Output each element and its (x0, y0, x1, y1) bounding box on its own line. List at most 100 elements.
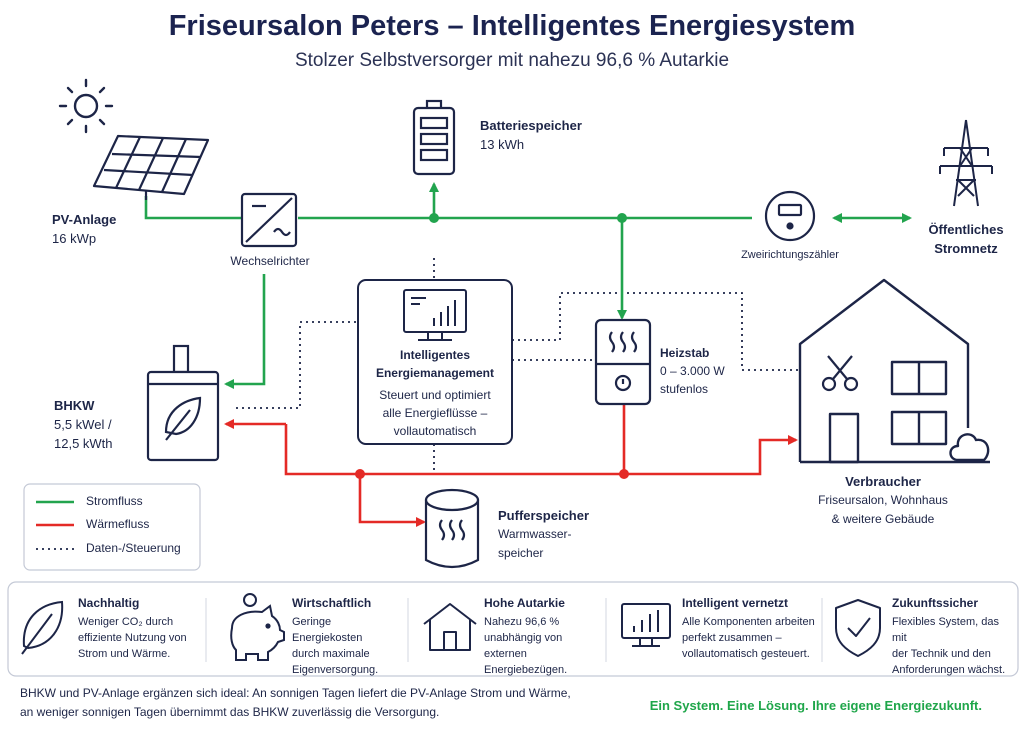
benefit-text: Weniger CO₂ durch effiziente Nutzung von… (78, 614, 202, 662)
benefit-text-line: effiziente Nutzung von (78, 632, 187, 644)
buffer-label: Pufferspeicher (498, 508, 590, 523)
consumer-text-line1: Friseursalon, Wohnhaus (818, 493, 948, 507)
footer-note-line1: BHKW und PV-Anlage ergänzen sich ideal: … (20, 686, 571, 700)
bhkw-value-el: 5,5 kWel / (54, 417, 112, 432)
shield-check-icon (835, 599, 881, 657)
legend-power-label: Stromfluss (86, 494, 143, 508)
bhkw-label: BHKW (54, 398, 95, 413)
buffer-text-line1: Warmwasser- (498, 527, 572, 541)
ems-text-line1: Steuert und optimiert (379, 388, 491, 402)
benefit-text-line: externen Energiebezügen. (484, 648, 568, 676)
battery-value: 13 kWh (480, 137, 525, 152)
battery-icon (412, 99, 456, 176)
power-pylon-icon (939, 119, 993, 207)
benefit-card: Intelligent vernetzt Alle Komponenten ar… (682, 596, 820, 662)
junction-dot (355, 469, 365, 479)
consumer-label: Verbraucher (845, 474, 921, 489)
benefit-text: Flexibles System, das mit der Technik un… (892, 614, 1014, 678)
heizstab-mode: stufenlos (660, 382, 709, 396)
monitor-chart-icon (621, 603, 671, 647)
consumer-text-line2: & weitere Gebäude (831, 512, 935, 526)
heizstab-label-group: Heizstab 0 – 3.000 W stufenlos (660, 344, 725, 398)
pv-label-group: PV-Anlage 16 kWp (52, 210, 116, 248)
legend-data-label: Daten-/Steuerung (86, 541, 181, 555)
heating-rod-icon (594, 318, 652, 406)
benefit-text-line: Weniger CO₂ durch (78, 616, 174, 628)
junction-dot (617, 213, 627, 223)
benefit-card: Hohe Autarkie Nahezu 96,6 % unabhängig v… (484, 596, 604, 678)
grid-label-line2: Stromnetz (934, 241, 998, 256)
legend-heat-label: Wärmefluss (86, 517, 150, 531)
benefit-text: Alle Komponenten arbeiten perfekt zusamm… (682, 614, 820, 662)
buffer-label-group: Pufferspeicher Warmwasser- speicher (498, 506, 589, 563)
meter-icon (764, 190, 816, 242)
junction-dot (429, 213, 439, 223)
battery-label: Batteriespeicher (480, 118, 582, 133)
buffer-tank-icon (424, 488, 480, 569)
benefit-title: Zukunftssicher (892, 596, 979, 610)
bhkw-label-group: BHKW 5,5 kWel / 12,5 kWth (54, 396, 113, 453)
benefit-text-line: Geringe Energiekosten (292, 616, 363, 644)
meter-label: Zweirichtungszähler (741, 249, 839, 261)
leaf-icon (21, 600, 64, 655)
bhkw-value-th: 12,5 kWth (54, 436, 113, 451)
heizstab-value: 0 – 3.000 W (660, 364, 725, 378)
ems-title-line2: Energiemanagement (375, 366, 495, 380)
grid-label-line1: Öffentliches (928, 222, 1004, 237)
benefits-panel (7, 581, 1019, 677)
benefit-text-line: Nahezu 96,6 % (484, 616, 560, 628)
benefit-text-line: Strom und Wärme. (78, 648, 171, 660)
benefit-title: Hohe Autarkie (484, 596, 565, 610)
heat-lines (224, 404, 798, 527)
consumer-label-group: Verbraucher Friseursalon, Wohnhaus & wei… (800, 472, 966, 529)
footer-note-line2: an weniger sonnigen Tagen übernimmt das … (20, 705, 440, 719)
benefit-text-line: unabhängig von (484, 632, 563, 644)
grid-label-group: Öffentliches Stromnetz (912, 220, 1020, 258)
page-title: Friseursalon Peters – Intelligentes Ener… (168, 10, 856, 42)
piggy-bank-icon (230, 593, 285, 661)
page-subtitle: Stolzer Selbstversorger mit nahezu 96,6 … (294, 50, 730, 71)
heizstab-label: Heizstab (660, 346, 710, 360)
pv-label: PV-Anlage (52, 212, 117, 227)
inverter-label: Wechselrichter (230, 254, 310, 268)
house-icon (423, 603, 477, 651)
benefit-title: Wirtschaftlich (292, 596, 372, 610)
house-consumer-icon (798, 278, 990, 464)
benefit-text: Geringe Energiekosten durch maximale Eig… (292, 614, 404, 678)
benefit-text-line: perfekt zusammen – (682, 632, 782, 644)
benefit-text-line: Flexibles System, das mit (892, 616, 999, 644)
power-lines (144, 182, 912, 389)
footer-slogan: Ein System. Eine Lösung. Ihre eigene Ene… (649, 698, 982, 713)
footer-note: BHKW und PV-Anlage ergänzen sich ideal: … (20, 684, 620, 722)
solar-panel-icon (92, 134, 210, 200)
benefit-card: Zukunftssicher Flexibles System, das mit… (892, 596, 1014, 678)
ems-text-line3: vollautomatisch (393, 424, 477, 438)
monitor-chart-icon (403, 289, 467, 341)
benefit-text-line: vollautomatisch gesteuert. (682, 648, 810, 660)
buffer-text-line2: speicher (498, 546, 544, 560)
benefit-text-line: Eigenversorgung. (292, 664, 379, 676)
benefit-title: Nachhaltig (78, 596, 140, 610)
benefit-card: Wirtschaftlich Geringe Energiekosten dur… (292, 596, 404, 678)
benefit-dividers (205, 598, 823, 662)
scissors-icon (821, 355, 859, 392)
inverter-icon (240, 192, 298, 248)
ems-text-line2: alle Energieflüsse – (382, 406, 488, 420)
pv-value: 16 kWp (52, 231, 97, 246)
benefit-text: Nahezu 96,6 % unabhängig von externen En… (484, 614, 604, 678)
benefit-text-line: Anforderungen wächst. (892, 664, 1006, 676)
battery-label-group: Batteriespeicher 13 kWh (480, 116, 582, 154)
benefit-text-line: durch maximale (292, 648, 370, 660)
benefit-title: Intelligent vernetzt (682, 596, 789, 610)
ems-label-group: Intelligentes Energiemanagement Steuert … (358, 346, 512, 440)
sun-icon (58, 78, 114, 134)
data-lines (236, 258, 800, 472)
benefit-text-line: Alle Komponenten arbeiten (682, 616, 815, 628)
benefit-card: Nachhaltig Weniger CO₂ durch effiziente … (78, 596, 202, 662)
chp-unit-icon (146, 344, 220, 462)
ems-box (357, 279, 513, 445)
benefit-text-line: der Technik und den (892, 648, 991, 660)
ems-title-line1: Intelligentes (399, 348, 470, 362)
junction-dot (619, 469, 629, 479)
